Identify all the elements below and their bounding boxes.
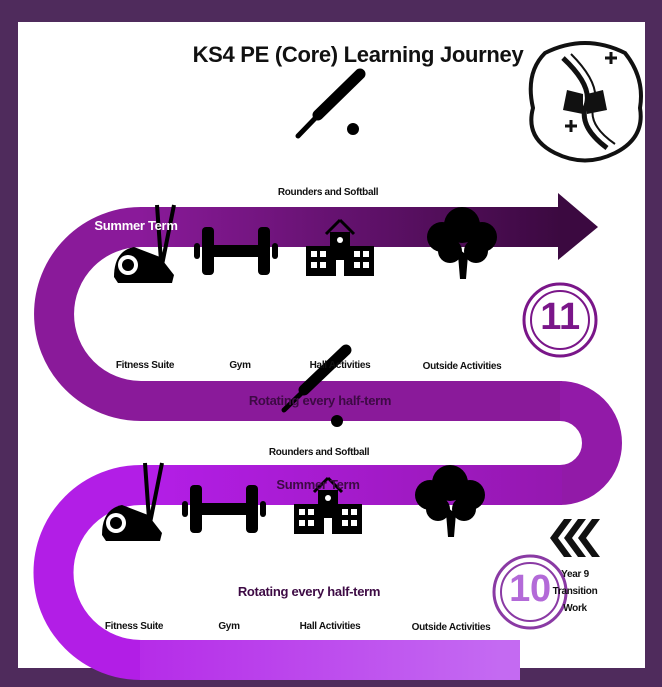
year-10-number: 10 [509,568,551,610]
y10-rotation-label: Rotating every half-term [237,584,381,599]
dumbbell-icon [194,227,278,275]
y10-left-curve [33,465,142,680]
activity-label: Fitness Suite [104,621,164,632]
y11-term-label: Summer Term [94,218,178,233]
year-11-badge [522,282,598,358]
tree-icon [427,207,497,279]
activity-label: Gym [218,621,240,632]
activity-label: Hall Activities [309,360,371,371]
chevrons-left-icon [550,519,600,557]
y11-rotation-label: Rotating every half-term [248,393,392,408]
year-11-number: 11 [540,296,580,338]
activity-label: Hall Activities [299,621,361,632]
y11-left-curve [34,207,562,421]
year-10-badge [492,554,568,630]
school-crest-book-icon [528,41,643,163]
y10-term-activity: Rounders and Softball [268,447,370,458]
road-right-curve [558,381,622,505]
future-journeys-label: FUTURE JOURNEYS [400,168,574,188]
activity-label: Outside Activities [411,622,491,633]
softball-bat-icon [295,68,366,139]
activity-label: Fitness Suite [115,360,175,371]
y11-term-activity: Rounders and Softball [277,187,379,198]
transition-line-3: Work [563,603,587,614]
cross-trainer-icon [114,204,176,283]
softball-bat-icon [281,344,352,427]
transition-line-1: Year 9 [561,569,589,580]
page-title: KS4 PE (Core) Learning Journey [192,42,524,67]
y10-term-label: Summer Term [276,477,360,492]
future-arrow-head [558,193,598,260]
activity-label: Outside Activities [422,361,502,372]
transition-line-2: Transition [552,586,598,597]
school-building-icon [306,218,374,276]
activity-label: Gym [229,360,251,371]
